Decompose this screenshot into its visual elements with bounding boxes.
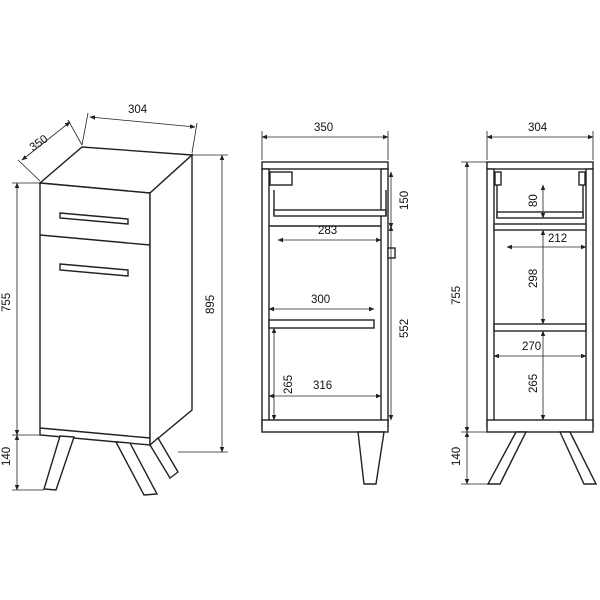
- iso-drawer-handle: [59, 212, 129, 225]
- section-dim-316-label: 316: [313, 380, 332, 392]
- section-right-wall: [380, 168, 389, 428]
- front-left-wall: [486, 168, 495, 428]
- front-dim-304-label: 304: [528, 122, 548, 134]
- section-leg: [357, 431, 385, 485]
- iso-dim-755-label: 755: [1, 293, 13, 312]
- front-bottom-board: [486, 419, 594, 433]
- front-dim-212-label: 212: [548, 233, 567, 245]
- section-top-board: [261, 161, 389, 170]
- front-dim-298-label: 298: [528, 269, 540, 288]
- iso-leg-back-right: [149, 436, 179, 480]
- iso-door-handle: [59, 263, 129, 277]
- iso-side-face: [149, 153, 193, 447]
- section-shelf: [268, 319, 375, 329]
- front-leg-right: [558, 431, 598, 485]
- front-dim-80-label: 80: [528, 194, 540, 207]
- section-dim-283-label: 283: [318, 225, 337, 237]
- section-dim-150-label: 150: [399, 191, 411, 210]
- section-dim-552-label: 552: [399, 319, 411, 338]
- section-drawer-bracket: [269, 171, 293, 186]
- front-dim-140-label: 140: [451, 447, 463, 466]
- front-dim-755-label: 755: [451, 286, 463, 305]
- section-left-wall: [261, 168, 270, 428]
- iso-dim-304-line: [89, 115, 196, 129]
- iso-dim-304-label: 304: [128, 104, 148, 116]
- front-drawer-box: [496, 211, 584, 219]
- iso-leg-front-right: [114, 441, 159, 496]
- section-dim-300-label: 300: [311, 294, 330, 306]
- section-door-hinge: [387, 247, 396, 259]
- iso-dim-140-label: 140: [1, 447, 13, 466]
- front-divider: [493, 223, 587, 231]
- front-view: 304 80 212 298 270 265 755 140: [451, 122, 598, 485]
- front-shelf: [493, 323, 587, 332]
- section-bottom-board: [261, 419, 389, 433]
- section-dim-350-label: 350: [314, 122, 333, 134]
- front-dim-270-label: 270: [522, 341, 541, 353]
- iso-dim-350-label: 350: [28, 133, 51, 154]
- iso-view: 304 350 755 140 895: [1, 104, 228, 496]
- iso-drawer-split: [39, 234, 151, 246]
- section-view: 350 150 283 300 552 265 316: [261, 122, 411, 485]
- iso-dim-895-label: 895: [205, 295, 217, 314]
- section-drawer-box: [273, 209, 387, 217]
- front-top-board: [486, 161, 594, 170]
- iso-dim-350-line: [21, 121, 71, 161]
- front-dim-265-label: 265: [528, 374, 540, 393]
- front-leg-left: [486, 431, 528, 485]
- section-dim-265-label: 265: [283, 375, 295, 394]
- iso-plinth-line: [39, 427, 151, 439]
- iso-leg-front-left: [43, 435, 75, 491]
- iso-front-face: [39, 182, 151, 446]
- front-right-wall: [585, 168, 594, 428]
